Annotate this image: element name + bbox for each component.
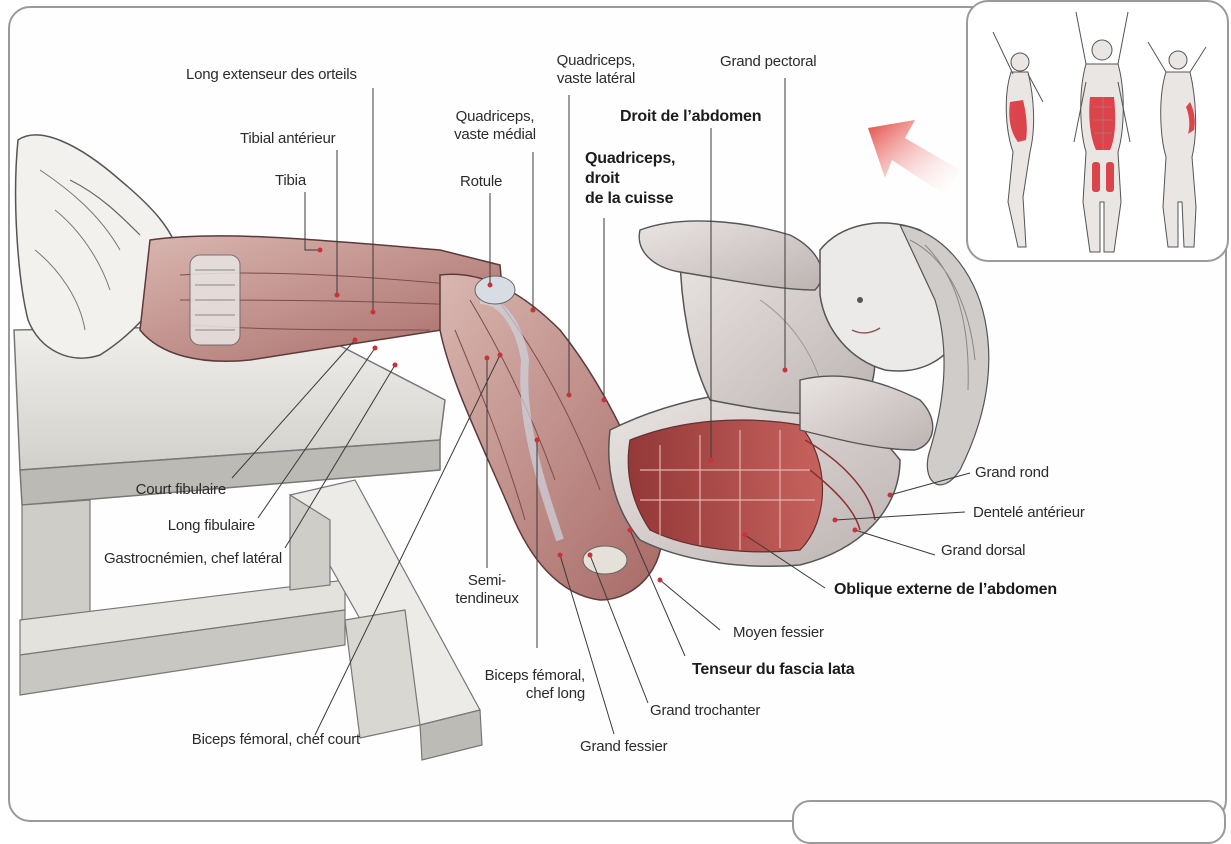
label-quadriceps-vaste-lateral: Quadriceps, vaste latéral: [548, 52, 644, 88]
bench: [14, 325, 482, 760]
bottom-tab: [792, 800, 1226, 844]
label-tibia: Tibia: [275, 172, 306, 190]
label-semi-tendineux: Semi- tendineux: [455, 572, 519, 608]
label-moyen-fessier: Moyen fessier: [733, 624, 824, 642]
muscle-map-inset: [966, 0, 1229, 262]
three-figure-muscle-map: [968, 2, 1231, 264]
label-long-fibulaire: Long fibulaire: [140, 517, 255, 535]
label-dentele-anterieur: Dentelé antérieur: [973, 504, 1085, 522]
label-droit-de-labdomen: Droit de l’abdomen: [620, 107, 761, 127]
label-court-fibulaire: Court fibulaire: [100, 481, 226, 499]
label-tibial-anterieur: Tibial antérieur: [240, 130, 335, 148]
label-quadriceps-vaste-medial: Quadriceps, vaste médial: [448, 108, 542, 144]
label-grand-pectoral: Grand pectoral: [720, 53, 816, 71]
label-grand-fessier: Grand fessier: [580, 738, 667, 756]
label-long-extenseur-des-orteils: Long extenseur des orteils: [186, 66, 357, 84]
label-biceps-femoral-chef-long: Biceps fémoral, chef long: [440, 667, 585, 703]
label-grand-dorsal: Grand dorsal: [941, 542, 1025, 560]
direction-arrow: [868, 120, 960, 195]
label-grand-trochanter: Grand trochanter: [650, 702, 760, 720]
label-oblique-externe-de-labdomen: Oblique externe de l’abdomen: [834, 580, 1057, 600]
label-quadriceps-droit-de-la-cuisse: Quadriceps, droit de la cuisse: [585, 149, 675, 209]
label-rotule: Rotule: [460, 173, 502, 191]
label-tenseur-du-fascia-lata: Tenseur du fascia lata: [692, 660, 854, 680]
label-gastrocnemien-chef-lateral: Gastrocnémien, chef latéral: [70, 550, 282, 568]
label-biceps-femoral-chef-court: Biceps fémoral, chef court: [150, 731, 360, 749]
label-grand-rond: Grand rond: [975, 464, 1049, 482]
anatomy-illustration: Long extenseur des orteils Tibial antéri…: [0, 0, 1231, 823]
